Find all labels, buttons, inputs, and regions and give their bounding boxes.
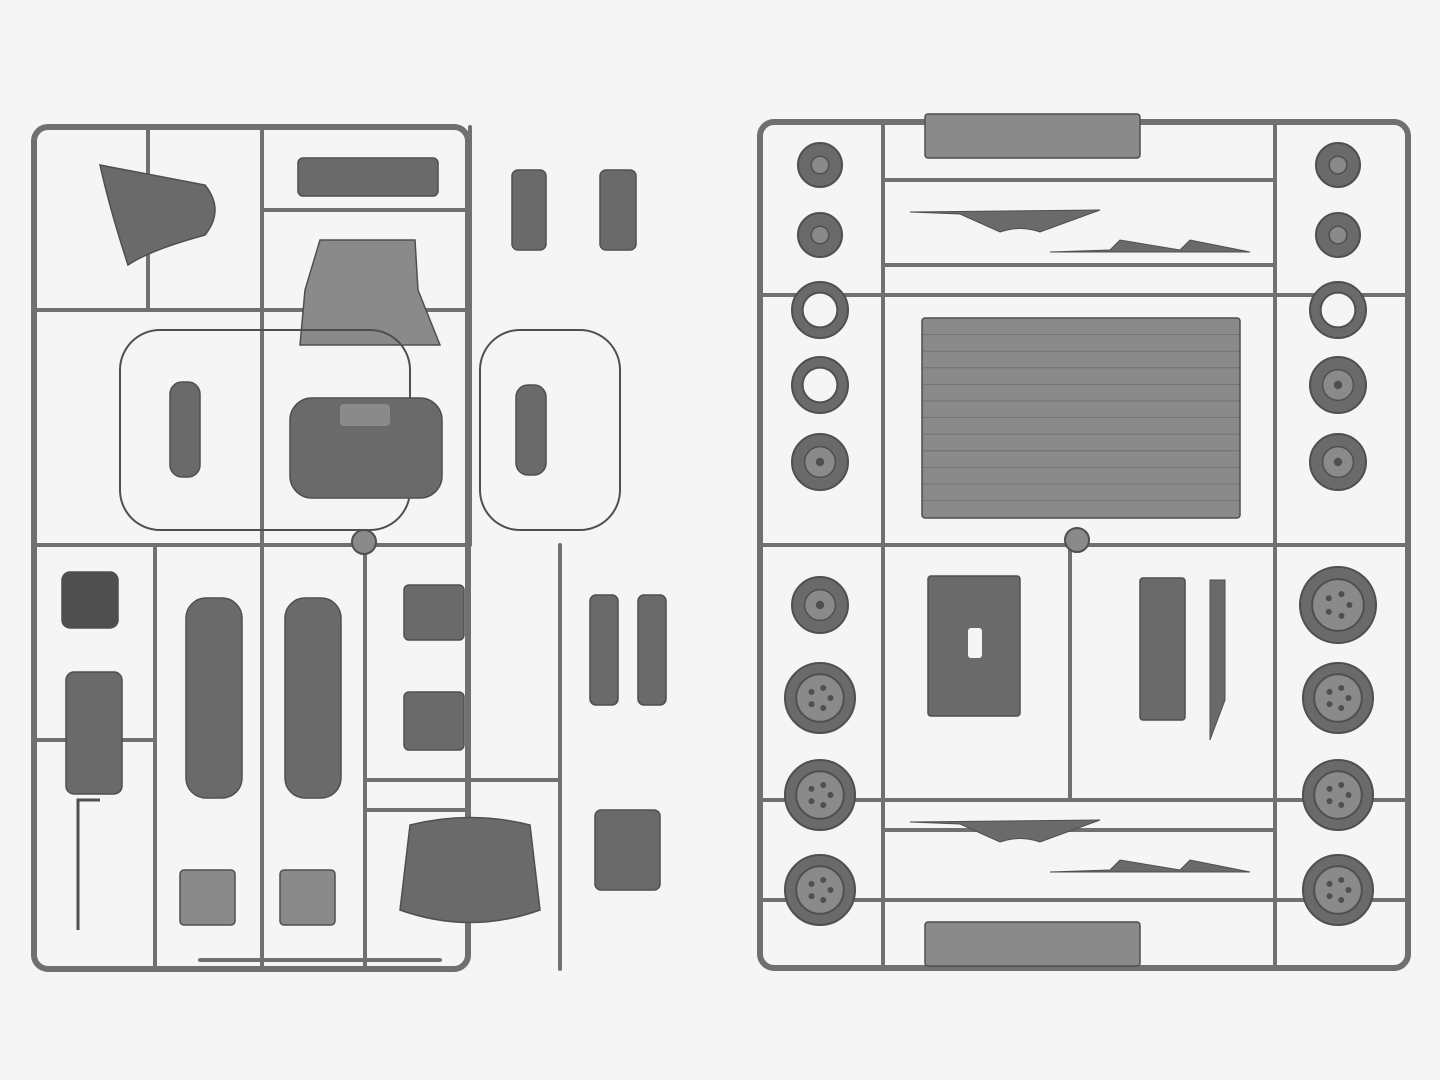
- wheel-rim: [795, 673, 845, 723]
- cab-floor-part: [299, 239, 442, 346]
- front-fender-part: [185, 597, 243, 799]
- front-fender-part: [284, 597, 342, 799]
- side-board-part: [924, 921, 1141, 967]
- lug-nut: [827, 695, 834, 701]
- lug-nut: [820, 685, 827, 692]
- lug-nut: [1338, 591, 1345, 598]
- sprue-center-hub: [351, 529, 377, 555]
- spring-part: [1049, 859, 1251, 873]
- sprue-center-hub: [1064, 527, 1090, 553]
- windshield-frame-part: [479, 329, 621, 531]
- lug-nut: [808, 688, 815, 695]
- door-part: [403, 584, 465, 641]
- lug-nut: [808, 785, 815, 792]
- bracket-part: [1209, 579, 1226, 741]
- lug-nut: [820, 896, 827, 903]
- right-sprue-frame: [757, 113, 1411, 971]
- step-part: [589, 594, 619, 706]
- door-part: [403, 691, 465, 751]
- lug-nut: [1345, 695, 1352, 701]
- door-panel-part: [599, 169, 637, 251]
- lug-nut: [1338, 801, 1345, 808]
- cap-center: [810, 155, 830, 175]
- lug-nut: [1338, 612, 1345, 619]
- lug-nut: [1326, 688, 1333, 695]
- tire-hole: [801, 291, 839, 329]
- tailgate-hole: [968, 628, 982, 658]
- spring-part: [909, 209, 1101, 233]
- handle-part: [76, 798, 100, 930]
- seat-frame-part: [594, 809, 661, 891]
- hub-center: [815, 600, 825, 610]
- lug-nut: [1325, 595, 1332, 602]
- lug-nut: [820, 801, 827, 808]
- lug-nut: [1326, 701, 1333, 708]
- lug-nut: [820, 704, 827, 711]
- lug-nut: [1326, 785, 1333, 792]
- cab-rear-part: [289, 397, 443, 499]
- left-sprue-frame: [31, 124, 667, 972]
- lug-nut: [1345, 887, 1352, 893]
- seat-part: [399, 816, 541, 924]
- wheel-rim: [795, 865, 845, 915]
- cap-center: [1328, 155, 1348, 175]
- wheel-rim: [1311, 578, 1365, 632]
- door-panel-part: [511, 169, 547, 251]
- panel-part: [65, 671, 123, 795]
- wheel-rim: [1313, 770, 1363, 820]
- plate-part: [279, 869, 336, 926]
- lug-nut: [820, 782, 827, 789]
- lug-nut: [1338, 896, 1345, 903]
- front-board-part: [1139, 577, 1186, 721]
- spring-part: [909, 819, 1101, 843]
- lug-nut: [1326, 798, 1333, 805]
- step-part: [637, 594, 667, 706]
- wheel-rim: [1313, 673, 1363, 723]
- sprue-outer-frame: [31, 124, 471, 972]
- fender-part: [515, 384, 547, 476]
- lug-nut: [808, 880, 815, 887]
- fender-part: [169, 381, 201, 478]
- lug-nut: [808, 798, 815, 805]
- lug-nut: [1338, 685, 1345, 692]
- cab-window: [340, 404, 390, 426]
- tire-hole: [1319, 291, 1357, 329]
- hub-center: [1333, 457, 1343, 467]
- wheel-rim: [795, 770, 845, 820]
- lug-nut: [808, 701, 815, 708]
- side-board-part: [924, 113, 1141, 159]
- lug-nut: [1338, 704, 1345, 711]
- cap-center: [810, 225, 830, 245]
- plate-part: [179, 869, 236, 926]
- seat-back-part: [297, 157, 439, 197]
- lug-nut: [1346, 602, 1353, 608]
- wheel-rim: [1313, 865, 1363, 915]
- lug-nut: [1326, 893, 1333, 900]
- hub-center: [815, 457, 825, 467]
- lug-nut: [808, 893, 815, 900]
- lug-nut: [1338, 877, 1345, 884]
- lug-nut: [1345, 792, 1352, 798]
- spring-part: [1049, 239, 1251, 253]
- hood-part: [99, 164, 216, 267]
- lug-nut: [827, 887, 834, 893]
- tire-hole: [801, 366, 839, 404]
- lug-nut: [827, 792, 834, 798]
- grille-part: [61, 571, 119, 629]
- lug-nut: [1325, 608, 1332, 615]
- lug-nut: [1326, 880, 1333, 887]
- lug-nut: [820, 877, 827, 884]
- hub-center: [1333, 380, 1343, 390]
- cap-center: [1328, 225, 1348, 245]
- lug-nut: [1338, 782, 1345, 789]
